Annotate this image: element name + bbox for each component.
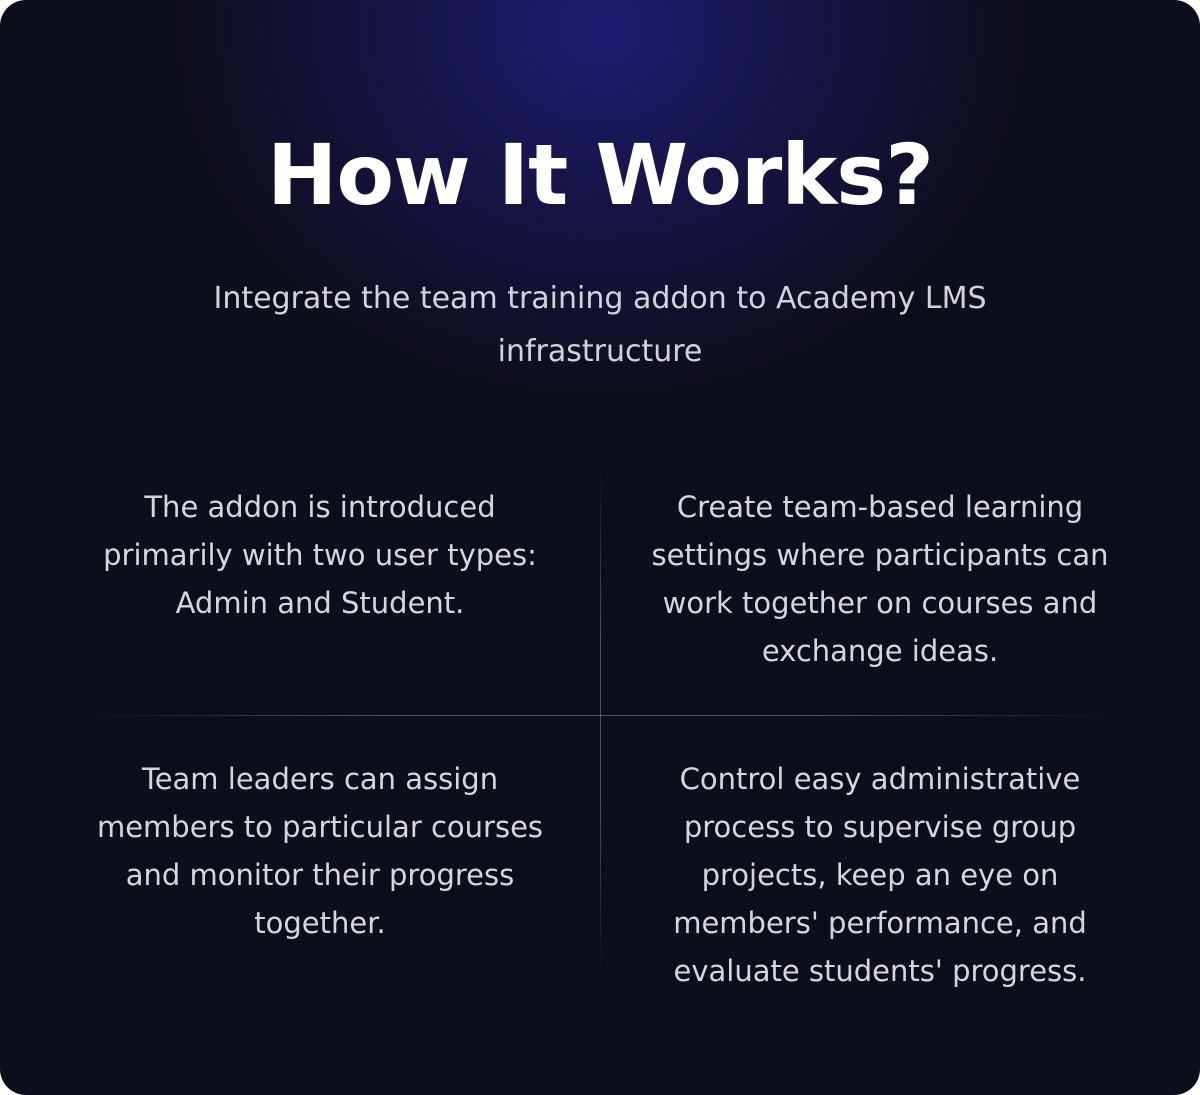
- feature-admin-control: Control easy administrative process to s…: [673, 762, 1087, 988]
- feature-team-learning: Create team-based learning settings wher…: [651, 490, 1109, 668]
- section-subtitle: Integrate the team training addon to Aca…: [213, 281, 987, 369]
- grid-horizontal-divider: [80, 715, 1120, 716]
- feature-assign-members: Team leaders can assign members to parti…: [96, 762, 544, 940]
- section-title: How It Works?: [267, 126, 934, 224]
- grid-vertical-divider: [600, 470, 601, 970]
- feature-user-types: The addon is introduced primarily with t…: [103, 490, 537, 620]
